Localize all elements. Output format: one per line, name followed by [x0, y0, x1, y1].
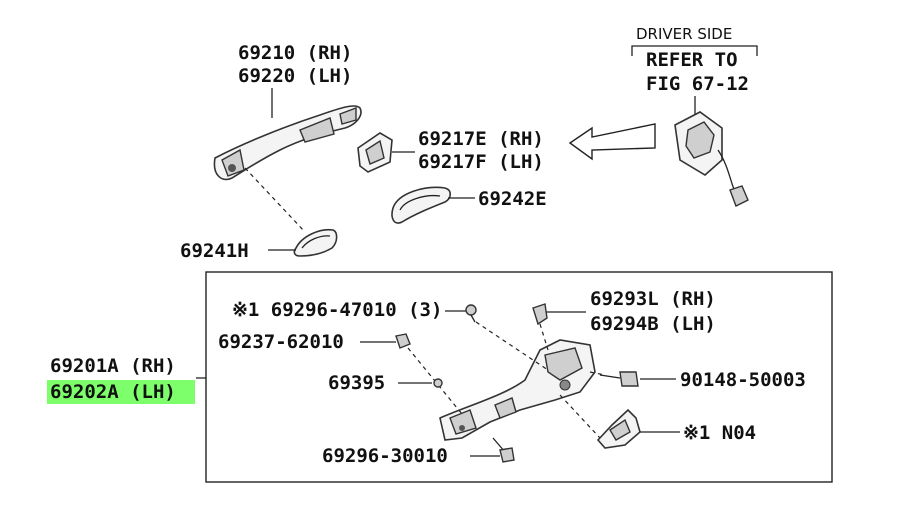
refer-to-label: REFER TO	[646, 49, 738, 71]
lever-part	[532, 303, 548, 326]
callout-90148-50003: 90148-50003	[680, 369, 806, 391]
callout-69202a-lh: 69202A (LH)	[50, 381, 176, 403]
bolt-right-part	[599, 371, 639, 387]
highlight-69202a	[47, 380, 195, 404]
driver-side-label: DRIVER SIDE	[636, 25, 732, 43]
callout-69296-47010: ※1 69296-47010 (3)	[232, 299, 442, 321]
outer-handle-part	[213, 105, 362, 181]
callout-69395: 69395	[328, 372, 385, 394]
key-cylinder-cap-part	[357, 132, 393, 173]
callout-69242e: 69242E	[478, 188, 547, 210]
spring-part	[433, 378, 443, 388]
frame-assembly-box	[205, 271, 833, 483]
callout-69201a-rh: 69201A (RH)	[50, 355, 176, 377]
fig-ref-label: FIG 67-12	[646, 73, 749, 95]
callout-69217e-rh: 69217E (RH)	[418, 128, 544, 150]
driver-side-bracket	[631, 45, 758, 56]
dash-handle-to-pad	[244, 167, 306, 233]
bolt-lower-part	[492, 437, 515, 463]
dash-sensor	[559, 394, 601, 439]
lower-pad-part	[293, 228, 338, 257]
callout-69217f-lh: 69217F (LH)	[418, 151, 544, 173]
callout-69237-62010: 69237-62010	[218, 331, 344, 353]
callout-69294b-lh: 69294B (LH)	[590, 313, 716, 335]
callout-n04: ※1 N04	[683, 422, 756, 444]
clip-part	[395, 333, 411, 349]
arrow-left-icon	[568, 123, 656, 161]
outer-pad-part	[391, 186, 452, 224]
handle-frame-part	[439, 339, 596, 441]
dash-screw	[475, 321, 549, 371]
screw-part	[465, 304, 477, 323]
callout-69296-30010: 69296-30010	[322, 445, 448, 467]
dash-bolt-right	[589, 371, 606, 376]
sensor-part	[596, 408, 641, 449]
callout-69293l-rh: 69293L (RH)	[590, 288, 716, 310]
callout-69210-rh: 69210 (RH)	[238, 42, 352, 64]
key-cylinder-part	[674, 111, 749, 207]
callout-69220-lh: 69220 (LH)	[238, 65, 352, 87]
callout-69241h: 69241H	[180, 240, 249, 262]
